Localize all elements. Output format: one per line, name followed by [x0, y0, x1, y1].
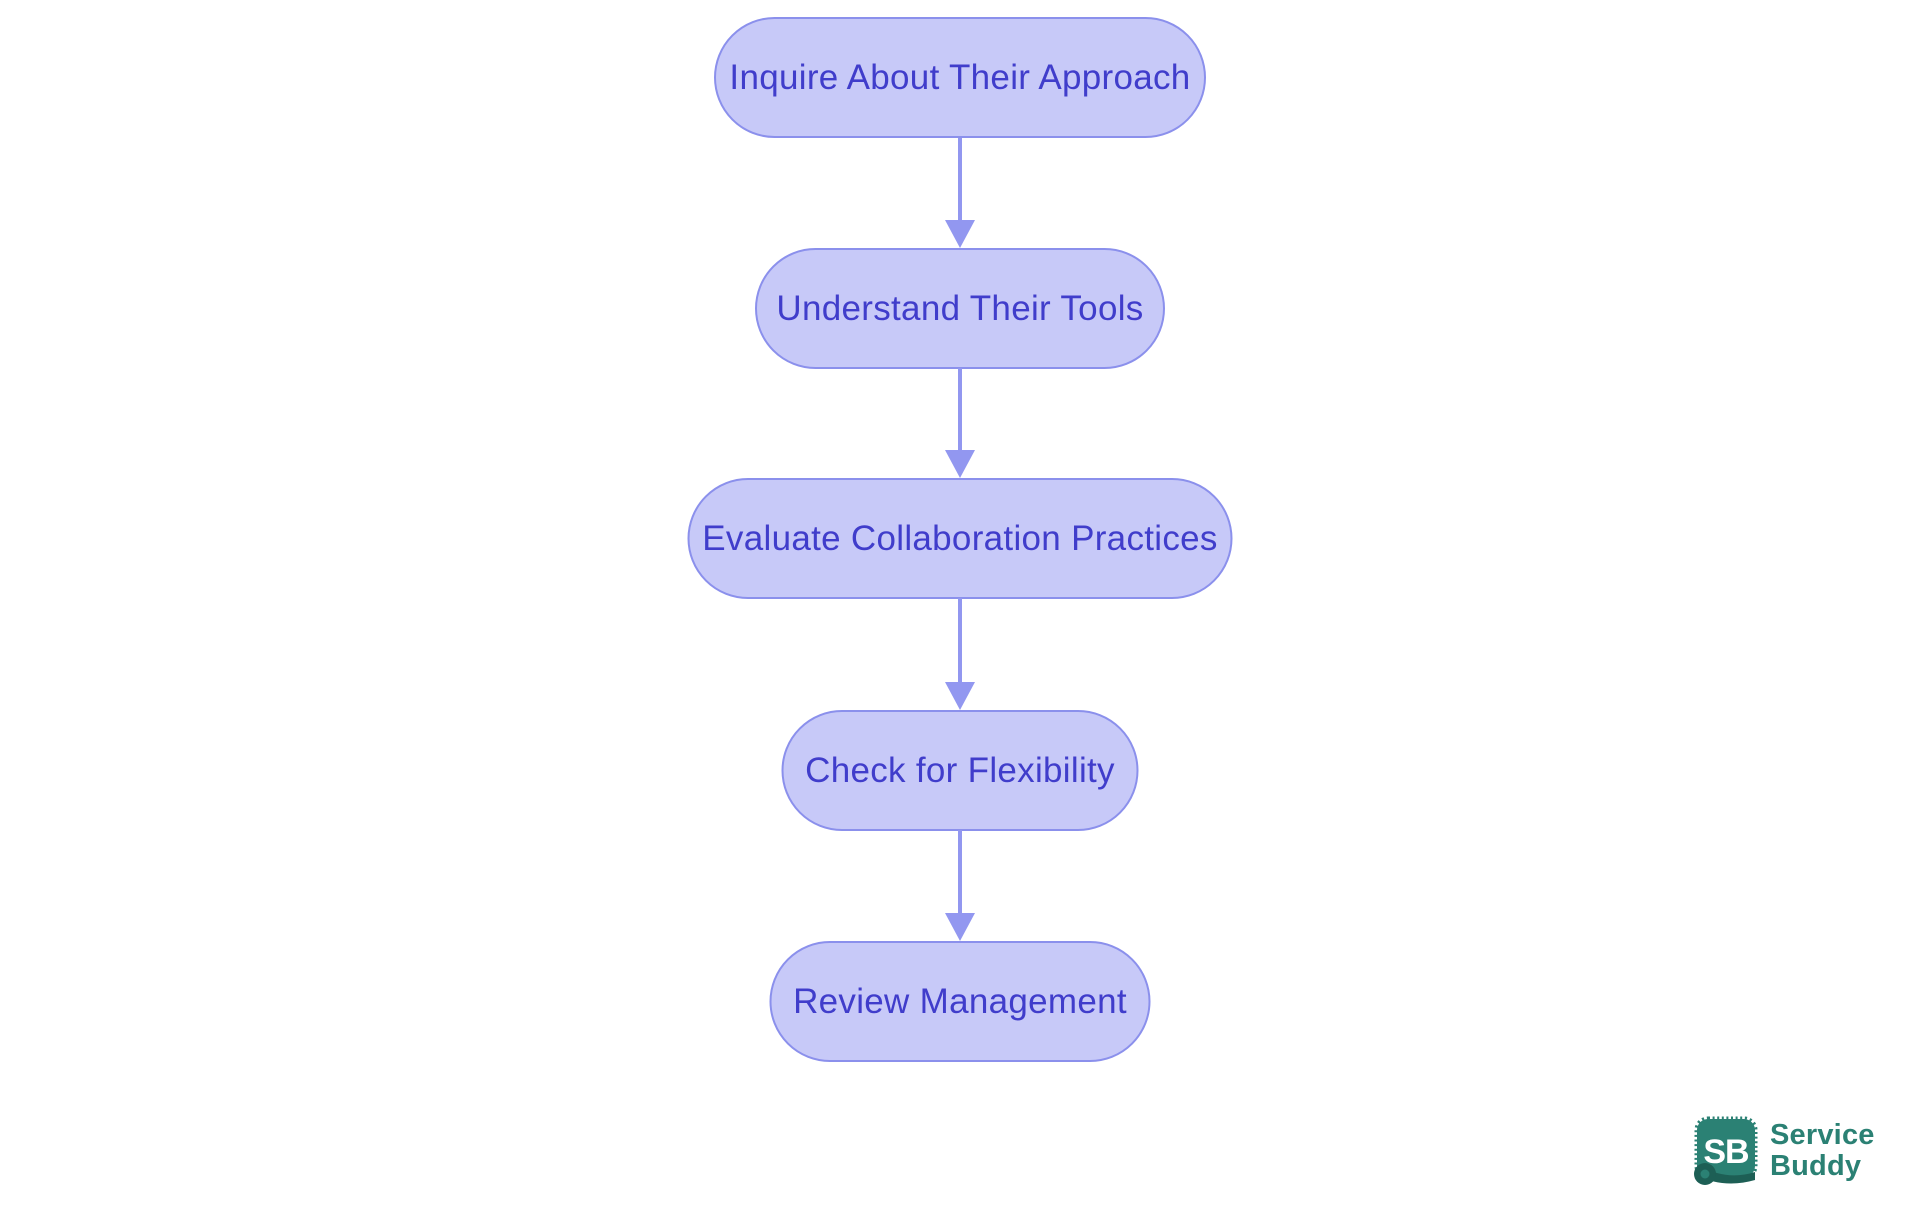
- arrowhead-down-icon: [945, 682, 975, 710]
- flow-node-label: Evaluate Collaboration Practices: [702, 518, 1218, 558]
- arrowhead-down-icon: [945, 220, 975, 248]
- brand-name: Service Buddy: [1770, 1120, 1875, 1181]
- flow-node-inquire-approach: Inquire About Their Approach: [714, 17, 1206, 138]
- sb-badge-icon: SB: [1694, 1116, 1758, 1185]
- arrow-stem: [958, 830, 962, 913]
- brand-name-line2: Buddy: [1770, 1150, 1862, 1182]
- flow-arrow-down-2: [945, 368, 975, 478]
- flow-node-label: Understand Their Tools: [776, 288, 1144, 328]
- flow-arrow-down-1: [945, 138, 975, 248]
- arrow-stem: [958, 138, 962, 220]
- arrowhead-down-icon: [945, 450, 975, 478]
- service-buddy-logo: SB Service Buddy: [1693, 1116, 1875, 1186]
- arrow-stem: [958, 598, 962, 682]
- flow-node-review-management: Review Management: [769, 941, 1151, 1062]
- flow-node-evaluate-collaboration: Evaluate Collaboration Practices: [687, 478, 1233, 599]
- flow-node-label: Inquire About Their Approach: [729, 57, 1191, 97]
- flow-node-label: Review Management: [793, 981, 1127, 1021]
- flow-node-check-flexibility: Check for Flexibility: [781, 710, 1139, 831]
- arrowhead-down-icon: [945, 913, 975, 941]
- flow-arrow-down-4: [945, 830, 975, 941]
- flow-node-understand-tools: Understand Their Tools: [755, 248, 1165, 369]
- arrow-stem: [958, 368, 962, 450]
- flow-arrow-down-3: [945, 598, 975, 710]
- brand-name-line1: Service: [1770, 1119, 1875, 1152]
- sb-monogram: SB: [1703, 1133, 1749, 1171]
- flow-node-label: Check for Flexibility: [805, 750, 1115, 790]
